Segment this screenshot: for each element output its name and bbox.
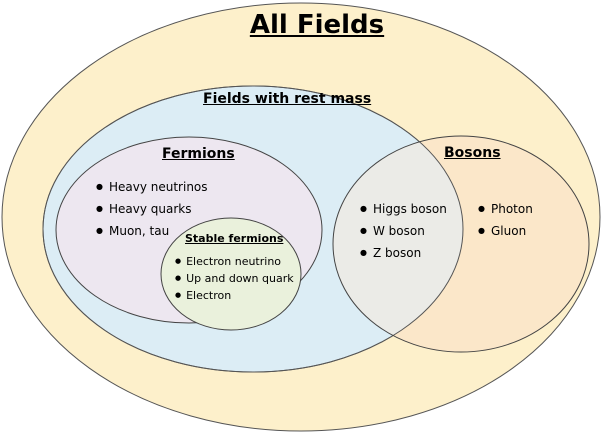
stable-fermions-label: Stable fermions: [185, 232, 284, 245]
list-item: Photon: [478, 198, 533, 220]
list-item: Gluon: [478, 220, 533, 242]
list-item: Up and down quark: [175, 270, 294, 287]
list-item: Electron neutrino: [175, 253, 294, 270]
list-item: Heavy quarks: [96, 198, 208, 220]
list-item: Muon, tau: [96, 220, 208, 242]
bosons-overlap-region: [333, 136, 463, 352]
diagram-title: All Fields: [249, 10, 385, 40]
fermions-list: Heavy neutrinos Heavy quarks Muon, tau: [96, 176, 208, 242]
list-item: Electron: [175, 287, 294, 304]
massive-bosons-list: Higgs boson W boson Z boson: [360, 198, 447, 264]
list-item: Z boson: [360, 242, 447, 264]
bosons-label: Bosons: [444, 145, 501, 161]
fermions-label: Fermions: [162, 146, 235, 162]
rest-mass-label: Fields with rest mass: [203, 91, 372, 107]
stable-fermions-list: Electron neutrino Up and down quark Elec…: [175, 253, 294, 304]
list-item: Heavy neutrinos: [96, 176, 208, 198]
massless-bosons-list: Photon Gluon: [478, 198, 533, 242]
list-item: W boson: [360, 220, 447, 242]
list-item: Higgs boson: [360, 198, 447, 220]
